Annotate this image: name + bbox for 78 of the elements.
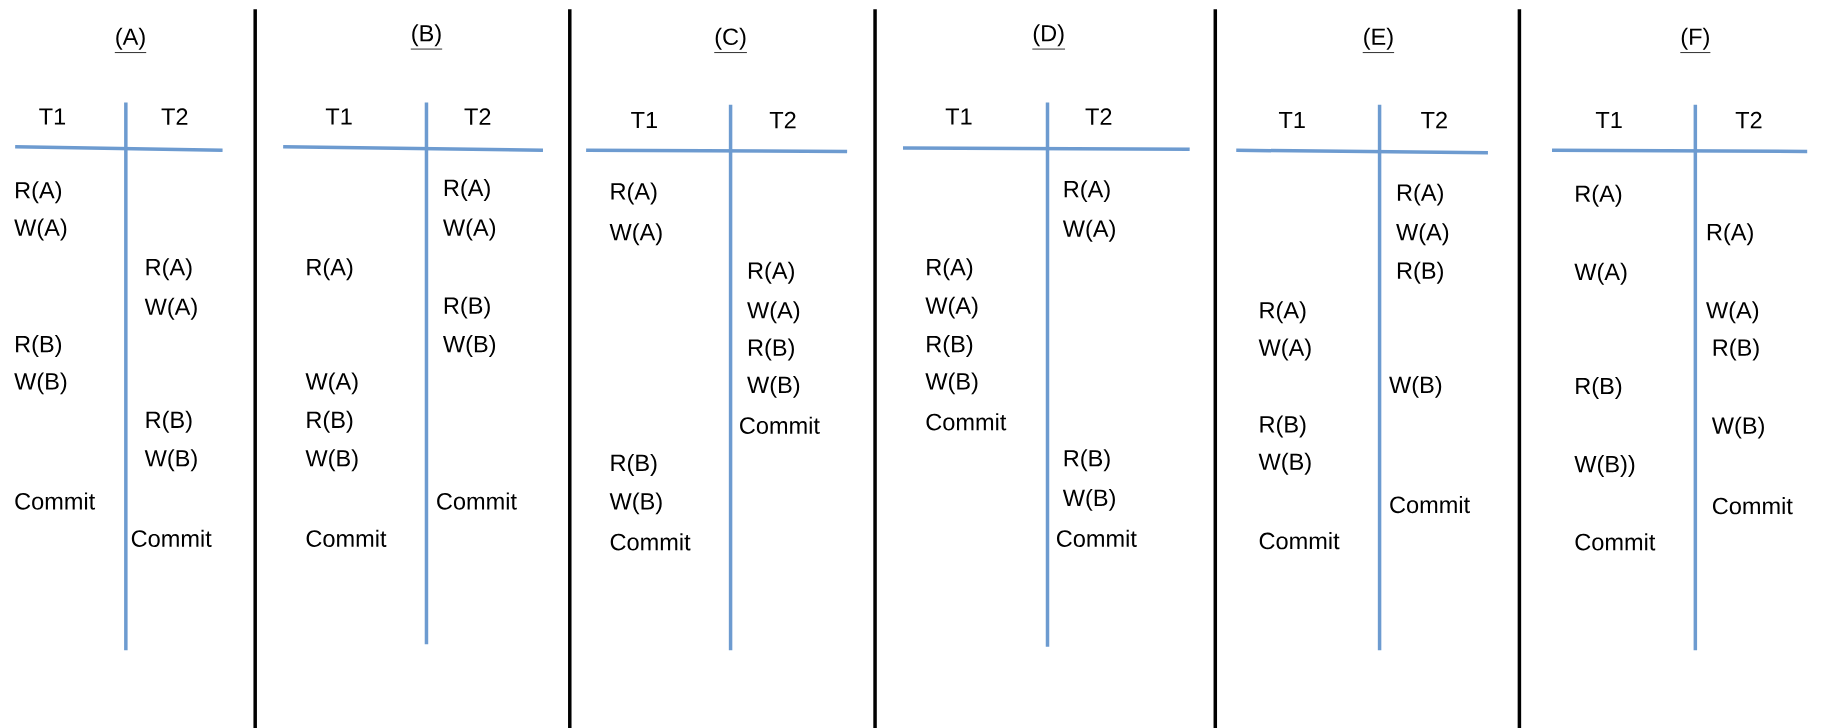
operation-label: W(A) [144,297,197,320]
panel-title: (B) [410,24,443,50]
transaction-label: T2 [769,111,796,129]
panel-title: (F) [1679,27,1711,53]
operation-label: R(A) [1064,180,1110,202]
panel-title: (D) [1031,24,1066,50]
operation-label: Commit [1259,531,1340,550]
transaction-label: T2 [1735,111,1762,129]
operation-label: W(A) [1062,219,1115,242]
operation-label: W(A) [925,296,978,319]
operation-label: R(A) [748,261,794,284]
operation-label: R(B) [146,410,192,433]
operation-label: R(B) [748,338,794,361]
operation-label: W(B) [1258,452,1311,475]
operation-label: R(A) [307,258,353,280]
operation-label: W(B) [305,449,358,472]
operation-label: W(A) [14,218,67,241]
operation-label: W(A) [1396,223,1449,246]
operation-label: Commit [15,492,96,510]
operation-label: Commit [740,416,820,434]
operation-label: W(A) [609,223,662,246]
operation-label: Commit [1390,495,1470,514]
operation-label: R(A) [927,258,973,280]
operation-label: W(B) [1389,375,1442,398]
transaction-label: T2 [1085,108,1112,125]
operation-label: R(A) [1397,183,1443,206]
transaction-label: T2 [464,108,491,125]
operation-label: W(A) [443,218,496,241]
operation-label: W(A) [1706,301,1759,324]
operation-label: W(B) [747,375,800,398]
operation-label: R(A) [1707,223,1753,246]
operation-label: W(A) [1258,338,1311,361]
operation-label: R(B) [307,410,353,433]
operation-label: Commit [131,529,212,547]
transaction-label: T1 [1278,111,1305,128]
operation-label: R(B) [927,335,973,357]
operation-label: R(B) [1397,261,1443,284]
panel-title: (A) [114,27,147,53]
operation-label: W(B) [609,492,662,515]
operation-label: Commit [437,492,517,510]
transaction-label: T1 [631,111,657,128]
operation-label: R(B) [444,296,490,319]
transaction-label: T2 [161,108,188,125]
operation-label: W(A) [305,372,358,395]
operation-label: R(A) [16,181,62,204]
operation-label: R(A) [146,258,192,280]
transaction-label: T1 [325,108,352,125]
panel-title: (E) [1362,27,1395,53]
operation-label: W(B) [144,449,197,472]
operation-label: R(A) [444,178,490,201]
operation-label: R(A) [611,182,657,205]
operation-label: W(A) [747,301,800,324]
operation-label: W(B)) [1574,455,1635,477]
operation-label: Commit [1057,529,1137,547]
operation-label: R(B) [1713,338,1759,361]
operation-label: R(B) [1064,449,1110,472]
transaction-label: T1 [39,108,66,125]
operation-label: W(B) [443,335,496,357]
operation-label: R(A) [1576,184,1622,207]
operation-label: W(A) [1574,262,1627,285]
operation-label: W(B) [1062,488,1115,511]
operation-label: Commit [1575,533,1656,551]
transaction-label: T2 [1421,111,1447,129]
operation-label: W(B) [925,372,978,395]
operation-label: R(B) [1576,376,1622,399]
operation-label: W(B) [1711,416,1764,439]
operation-label: R(B) [16,335,62,357]
operation-label: Commit [926,413,1007,431]
operation-label: Commit [1712,496,1793,515]
operation-label: W(B) [14,372,67,395]
operation-label: R(B) [1260,415,1306,438]
operation-label: Commit [306,529,387,547]
transaction-label: T1 [1595,111,1622,128]
operation-label: R(B) [611,453,657,476]
panel-title: (C) [713,27,748,53]
operation-label: R(A) [1260,301,1306,324]
operation-label: Commit [610,533,691,551]
transaction-label: T1 [945,108,972,125]
